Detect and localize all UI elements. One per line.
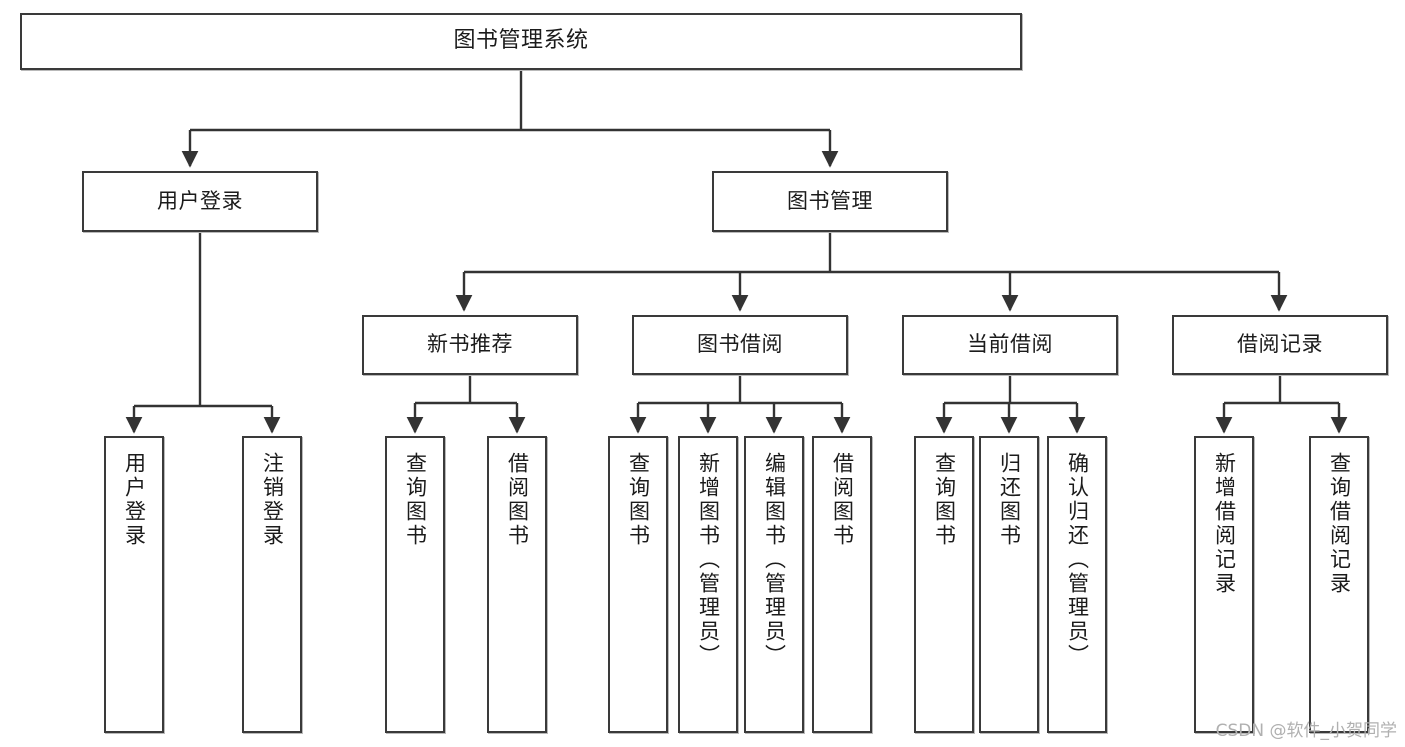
node-label: 借阅图书 <box>830 452 855 548</box>
node-label: 查询图书 <box>403 452 428 548</box>
node-book-manage[interactable]: 图书管理 <box>712 171 948 232</box>
node-leaf-borrow-book[interactable]: 借阅图书 <box>812 436 872 733</box>
node-label: 查询图书 <box>932 452 957 548</box>
node-leaf-query-record[interactable]: 查询借阅记录 <box>1309 436 1369 733</box>
node-leaf-query-book-recommend[interactable]: 查询图书 <box>385 436 445 733</box>
csdn-watermark: CSDN @软件_小贺同学 <box>1215 721 1397 741</box>
node-label: 确认归还（管理员） <box>1065 452 1090 668</box>
node-label: 图书借阅 <box>697 332 783 357</box>
node-label: 新书推荐 <box>427 332 513 357</box>
node-leaf-add-book[interactable]: 新增图书（管理员） <box>678 436 738 733</box>
node-root-system[interactable]: 图书管理系统 <box>20 13 1022 70</box>
node-label: 用户登录 <box>122 452 147 548</box>
node-borrow-record[interactable]: 借阅记录 <box>1172 315 1388 375</box>
node-label: 图书管理系统 <box>453 28 589 54</box>
node-leaf-confirm-return[interactable]: 确认归还（管理员） <box>1047 436 1107 733</box>
node-label: 图书管理 <box>787 188 873 213</box>
node-user-login[interactable]: 用户登录 <box>82 171 318 232</box>
node-leaf-edit-book[interactable]: 编辑图书（管理员） <box>744 436 804 733</box>
node-leaf-borrow-book-recommend[interactable]: 借阅图书 <box>487 436 547 733</box>
node-label: 注销登录 <box>260 452 285 548</box>
node-book-borrow[interactable]: 图书借阅 <box>632 315 848 375</box>
node-leaf-add-record[interactable]: 新增借阅记录 <box>1194 436 1254 733</box>
node-label: 借阅图书 <box>505 452 530 548</box>
node-label: 新增图书（管理员） <box>696 452 721 668</box>
node-new-book-recommend[interactable]: 新书推荐 <box>362 315 578 375</box>
node-label: 归还图书 <box>997 452 1022 548</box>
node-label: 编辑图书（管理员） <box>762 452 787 668</box>
node-label: 新增借阅记录 <box>1212 452 1237 596</box>
node-leaf-user-logout[interactable]: 注销登录 <box>242 436 302 733</box>
node-label: 查询借阅记录 <box>1327 452 1352 596</box>
node-label: 查询图书 <box>626 452 651 548</box>
node-label: 当前借阅 <box>967 332 1053 357</box>
node-label: 借阅记录 <box>1237 332 1323 357</box>
node-leaf-query-book-borrow[interactable]: 查询图书 <box>608 436 668 733</box>
node-label: 用户登录 <box>157 188 243 213</box>
node-current-borrow[interactable]: 当前借阅 <box>902 315 1118 375</box>
node-leaf-user-login[interactable]: 用户登录 <box>104 436 164 733</box>
node-leaf-query-book-current[interactable]: 查询图书 <box>914 436 974 733</box>
node-leaf-return-book[interactable]: 归还图书 <box>979 436 1039 733</box>
